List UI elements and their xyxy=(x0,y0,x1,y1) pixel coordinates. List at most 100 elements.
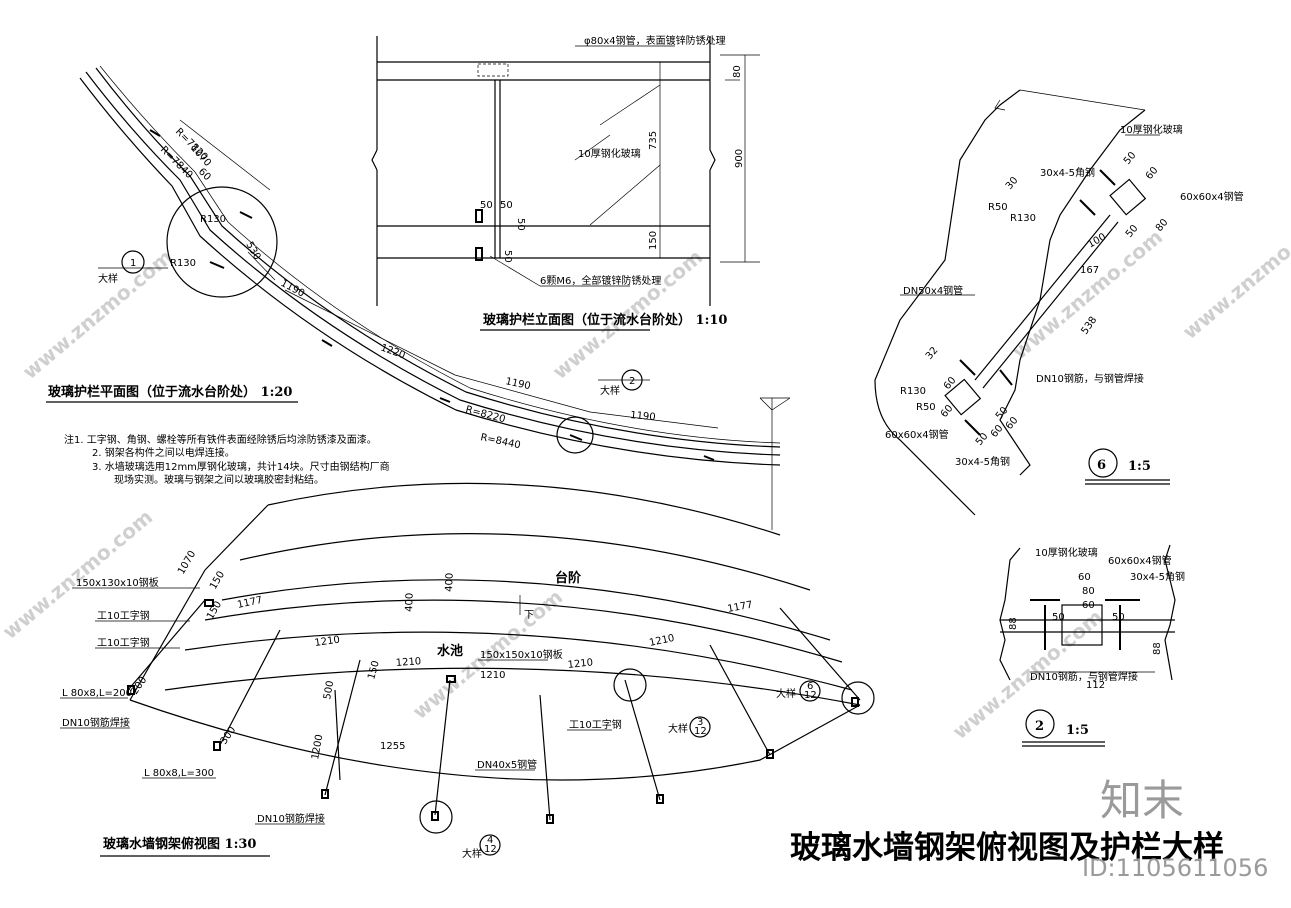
d6-tag-circle xyxy=(1088,448,1118,478)
frame-dim-1177a: 1177 xyxy=(236,595,263,611)
d2-scale: 1:5 xyxy=(1066,723,1089,738)
d2-label-tube: 60x60x4钢管 xyxy=(1108,554,1172,567)
frame-dim-1210d: 1210 xyxy=(567,657,593,671)
plan-dim-1190c: 1190 xyxy=(630,410,656,423)
frame-dim-1210a: 1210 xyxy=(314,635,341,649)
d6-label-bolt2: 30x4-5角钢 xyxy=(955,455,1010,468)
d2-dim-88a: 88 xyxy=(1008,617,1019,630)
d6-dim-167: 167 xyxy=(1080,265,1099,276)
frame-dim-1210b: 1210 xyxy=(395,656,421,669)
frame-dim-500: 500 xyxy=(322,680,336,701)
frame-label-step: 台阶 xyxy=(555,570,582,586)
note-3: 3. 水墙玻璃选用12mm厚钢化玻璃，共计14块。尺寸由钢结构厂商 xyxy=(92,460,390,473)
elev-note-top: φ80x4钢管，表面镀锌防锈处理 xyxy=(584,34,726,47)
d2-label-bolt: 30x4-5角钢 xyxy=(1130,570,1185,583)
frame-label-down: 下 xyxy=(524,610,534,621)
frame-dim-400b: 400 xyxy=(404,593,416,612)
d6-label-pipe: DN50x4钢管 xyxy=(903,284,963,297)
main-title: 玻璃水墙钢架俯视图及护栏大样 xyxy=(790,830,1224,866)
frame-big-a: 大样 xyxy=(668,722,688,735)
plan-tag-2-circle xyxy=(621,369,643,391)
frame-label-150x130: 150x130x10钢板 xyxy=(76,576,159,589)
plan-label-big2: 大样 xyxy=(600,384,620,397)
frame-callout-circle-6 xyxy=(841,681,875,715)
elev-dim-50b: 50 xyxy=(500,200,513,211)
d2-label-glass: 10厚钢化玻璃 xyxy=(1035,546,1098,559)
frame-label-l80b: L 80x8,L=300 xyxy=(144,768,214,779)
note-3b: 现场实测。玻璃与钢架之间以玻璃胶密封粘结。 xyxy=(114,473,324,486)
elev-dim-50d: 50 xyxy=(502,250,513,263)
plan-title: 玻璃护栏平面图（位于流水台阶处） 1:20 xyxy=(48,384,292,400)
note-2: 2. 钢架各构件之间以电焊连接。 xyxy=(92,446,235,459)
frame-tag-3: 3 xyxy=(697,717,703,728)
frame-big-b: 大样 xyxy=(776,687,796,700)
frame-dim-1255: 1255 xyxy=(380,741,405,752)
d6-label-tube2: 60x60x4钢管 xyxy=(885,428,949,441)
plan-tag-2: 2 xyxy=(629,376,635,387)
notes: 注1. 工字钢、角钢、螺栓等所有铁件表面经除锈后均涂防锈漆及面漆。 2. 钢架各… xyxy=(64,433,390,486)
frame-label-l80a: L 80x8,L=200 xyxy=(62,688,132,699)
d2-label-pipe: DN10钢筋，与钢管焊接 xyxy=(1030,670,1138,683)
elev-dim-50c: 50 xyxy=(515,218,526,231)
d2-dim-60b: 60 xyxy=(1082,600,1095,611)
frame-tag-12b: 12 xyxy=(804,690,817,701)
frame-label-i10c: 工10工字钢 xyxy=(569,718,622,731)
elevation-title: 玻璃护栏立面图（位于流水台阶处） 1:10 xyxy=(483,312,727,328)
frame-tag-4: 4 xyxy=(487,835,493,846)
frame-label-dn10b: DN10钢筋焊接 xyxy=(257,812,325,825)
d2-dim-88b: 88 xyxy=(1152,642,1163,655)
elev-dim-150: 150 xyxy=(648,231,659,250)
frame-dim-1210e: 1210 xyxy=(648,633,675,649)
frame-dim-150c: 150 xyxy=(366,659,382,680)
frame-label-i10a: 工10工字钢 xyxy=(97,609,150,622)
glass-railing-elevation: 80 735 900 150 50 50 50 50 φ80x4钢管，表面镀锌防… xyxy=(371,34,760,331)
d6-dim-r130: R130 xyxy=(1010,213,1036,224)
frame-dim-1200: 1200 xyxy=(310,734,325,761)
d2-dim-50b: 50 xyxy=(1112,612,1125,623)
plan-dim-1190b: 1190 xyxy=(504,376,531,392)
plan-label-big1: 大样 xyxy=(98,272,118,285)
frame-label-pool: 水池 xyxy=(437,643,463,659)
frame-label-i10b: 工10工字钢 xyxy=(97,636,150,649)
watermark-id: ID:1105611056 xyxy=(1082,854,1268,882)
frame-dim-1177b: 1177 xyxy=(727,600,754,615)
d6-label-pipe2: DN10钢筋，与钢管焊接 xyxy=(1036,372,1144,385)
frame-label-dn40: DN40x5钢管 xyxy=(477,758,537,771)
elev-dim-735: 735 xyxy=(648,131,659,150)
frame-tag-12c: 12 xyxy=(484,844,497,855)
frame-tag-12a: 12 xyxy=(694,726,707,737)
d2-dim-60a: 60 xyxy=(1078,572,1091,583)
frame-tag-3-circle xyxy=(689,716,711,738)
frame-dim-1210c: 1210 xyxy=(480,670,505,681)
note-1: 注1. 工字钢、角钢、螺栓等所有铁件表面经除锈后均涂防锈漆及面漆。 xyxy=(64,433,377,446)
frame-big-c: 大样 xyxy=(462,847,482,860)
frame-tag-6: 6 xyxy=(807,681,813,692)
frame-label-dn10a: DN10钢筋焊接 xyxy=(62,716,130,729)
frame-tag-6-circle xyxy=(799,680,821,702)
frame-top-view: 台阶 水池 下 1070 150 150 150 400 400 1177 11… xyxy=(60,482,875,860)
elev-note-bolt: 6颗M6，全部镀锌防锈处理 xyxy=(540,274,661,287)
frame-callout-circle-4 xyxy=(419,800,453,834)
d2-dim-80: 80 xyxy=(1082,586,1095,597)
plan-tag-1: 1 xyxy=(130,258,136,269)
elev-dim-50a: 50 xyxy=(480,200,493,211)
plan-tag-1-circle xyxy=(121,250,145,274)
frame-label-150x150: 150x150x10钢板 xyxy=(480,648,563,661)
watermark-logo: 知末 xyxy=(1100,776,1184,825)
detail-callout-circle-2 xyxy=(556,416,594,454)
detail-2: 10厚钢化玻璃 60x60x4钢管 30x4-5角钢 DN10钢筋，与钢管焊接 … xyxy=(999,544,1185,747)
d6-label-glass: 10厚钢化玻璃 xyxy=(1120,123,1183,136)
elev-dim-900: 900 xyxy=(734,149,745,168)
plan-dim-r130a: R130 xyxy=(200,214,226,225)
elev-dim-80: 80 xyxy=(732,65,743,78)
detail-callout-circle-1 xyxy=(166,186,278,298)
d6-label-tube: 60x60x4钢管 xyxy=(1180,190,1244,203)
d2-dim-50a: 50 xyxy=(1052,612,1065,623)
glass-railing-plan: 1070 R=7820 R=7840 60 R130 R130 530 1190… xyxy=(46,65,791,530)
frame-dim-400a: 400 xyxy=(444,573,456,592)
d2-tag-number: 2 xyxy=(1035,719,1044,734)
elev-note-glass: 10厚钢化玻璃 xyxy=(578,147,641,160)
d6-dim-r130b: R130 xyxy=(900,386,926,397)
d6-scale: 1:5 xyxy=(1128,459,1151,474)
